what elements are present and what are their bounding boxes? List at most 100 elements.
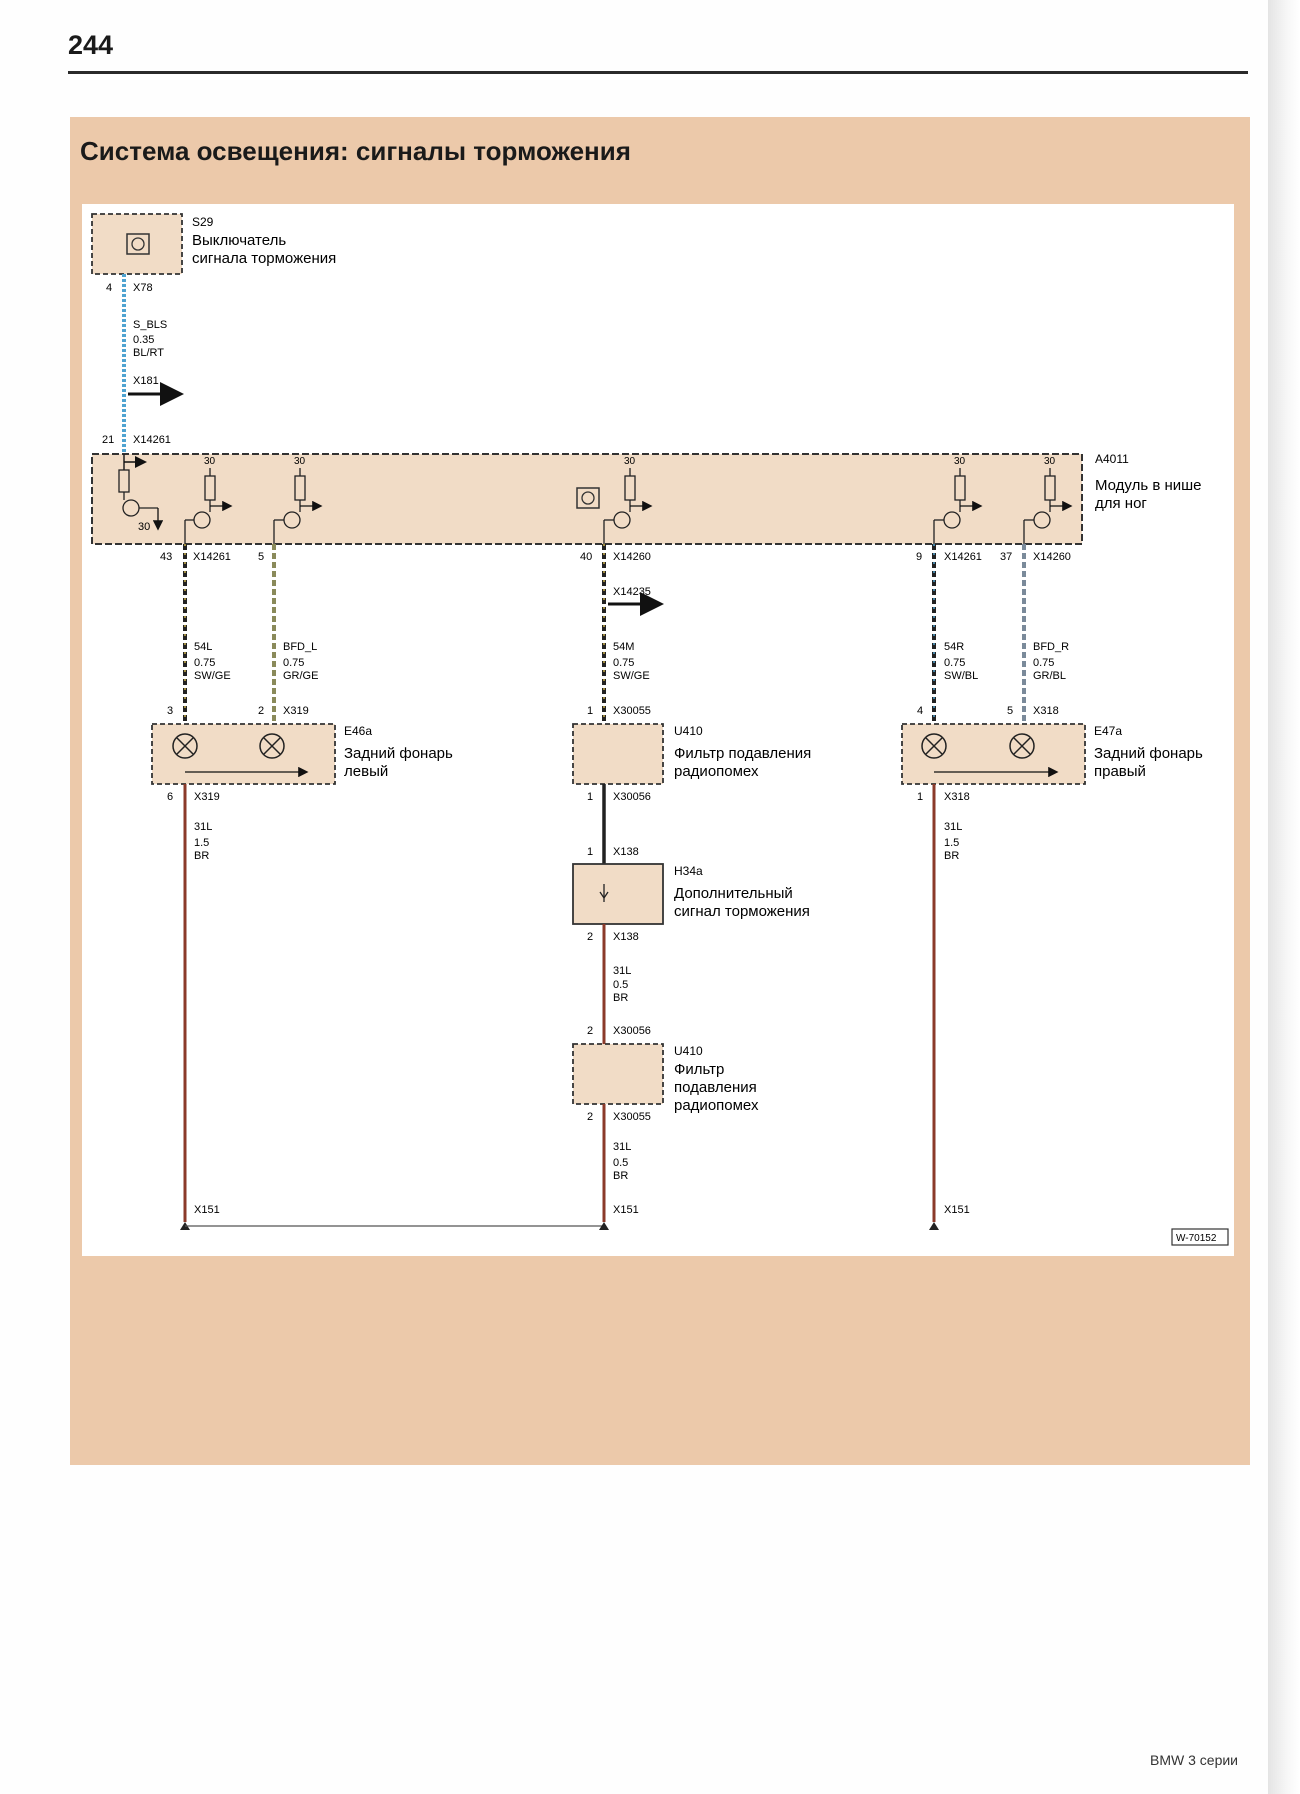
u410-bottom-code: U410 xyxy=(674,1044,703,1058)
e46a-bulb-1-cross xyxy=(176,737,194,755)
pin-1-u410-top: 1 xyxy=(587,705,593,717)
wire-31l-mid2-color: BR xyxy=(613,1170,628,1182)
u410-bottom-name-line1: Фильтр xyxy=(674,1061,724,1078)
driver-3-fuse-label: 30 xyxy=(624,456,636,467)
wire-31l-mid-name: 31L xyxy=(613,965,631,977)
header-rule xyxy=(68,71,1248,74)
switch-icon xyxy=(126,233,150,255)
connector-x14260-a: X14260 xyxy=(613,551,651,563)
pin-2-u410-bot-out: 2 xyxy=(587,1111,593,1123)
wire-54r-color: SW/BL xyxy=(944,670,978,682)
pin-3: 3 xyxy=(167,705,173,717)
e47a-bulb-1-icon xyxy=(921,733,947,759)
connector-x138-top: X138 xyxy=(613,846,639,858)
driver-5-fuse-label: 30 xyxy=(1044,456,1056,467)
pin-1-u410-top-out: 1 xyxy=(587,791,593,803)
e47a-bulb-2-cross xyxy=(1013,737,1031,755)
e46a-name-line2: левый xyxy=(344,763,388,780)
footer-brand: BMW 3 серии xyxy=(1150,1752,1238,1768)
s29-code: S29 xyxy=(192,215,214,229)
diagram-id: W-70152 xyxy=(1176,1233,1217,1244)
u410-top-name-line2: радиопомех xyxy=(674,763,759,780)
wire-54m-size: 0.75 xyxy=(613,657,634,669)
pin-4-x78: 4 xyxy=(106,282,112,294)
connector-x151-c: X151 xyxy=(944,1204,970,1216)
connector-x318-bot: X318 xyxy=(944,791,970,803)
pin-6: 6 xyxy=(167,791,173,803)
wire-31l-right-size: 1.5 xyxy=(944,837,959,849)
u410-bottom-box xyxy=(572,1043,664,1105)
pin-4-e47a: 4 xyxy=(917,705,923,717)
pin-2: 2 xyxy=(258,705,264,717)
connector-x14260-b: X14260 xyxy=(1033,551,1071,563)
connector-x30056-top: X30056 xyxy=(613,791,651,803)
wire-31l-left-size: 1.5 xyxy=(194,837,209,849)
pin-2-h34a: 2 xyxy=(587,931,593,943)
wire-31l-right-name: 31L xyxy=(944,821,962,833)
wire-54m-color: SW/GE xyxy=(613,670,650,682)
wire-31l-right-color: BR xyxy=(944,850,959,862)
wire-bfd-l-size: 0.75 xyxy=(283,657,304,669)
h34a-box xyxy=(572,863,664,925)
pin-43: 43 xyxy=(160,551,172,563)
wire-54l-name: 54L xyxy=(194,641,212,653)
connector-x151-b: X151 xyxy=(613,1204,639,1216)
pin-1-e47a: 1 xyxy=(917,791,923,803)
wire-31l-mid2-size: 0.5 xyxy=(613,1157,628,1169)
u410-bottom-name-line2: подавления xyxy=(674,1079,757,1096)
page-edge-shadow xyxy=(1268,0,1300,1794)
wire-31l-mid-size: 0.5 xyxy=(613,979,628,991)
a4011-name-line2: для ног xyxy=(1095,495,1147,512)
connector-x181: X181 xyxy=(133,375,159,387)
e46a-name-line1: Задний фонарь xyxy=(344,745,453,762)
connector-x14261-in: X14261 xyxy=(133,434,171,446)
u410-bottom-name-line3: радиопомех xyxy=(674,1097,759,1114)
e47a-box xyxy=(901,723,1086,785)
u410-top-name-line1: Фильтр подавления xyxy=(674,745,811,762)
terminal-30: 30 xyxy=(138,521,150,533)
driver-2-fuse-label: 30 xyxy=(294,456,306,467)
wire-31l-left-color: BR xyxy=(194,850,209,862)
pin-1-h34a: 1 xyxy=(587,846,593,858)
wire-bfd-r-name: BFD_R xyxy=(1033,641,1069,653)
wire-s-bls-color: BL/RT xyxy=(133,347,164,359)
wire-31l-mid2-name: 31L xyxy=(613,1141,631,1153)
connector-x319-bot: X319 xyxy=(194,791,220,803)
wire-bfd-r-color: GR/BL xyxy=(1033,670,1066,682)
e46a-box xyxy=(151,723,336,785)
connector-x30055-bot: X30055 xyxy=(613,1111,651,1123)
connector-x14235: X14235 xyxy=(613,586,651,598)
s29-box xyxy=(91,213,183,275)
wire-31l-left-name: 31L xyxy=(194,821,212,833)
pin-5-e47a: 5 xyxy=(1007,705,1013,717)
driver-1-fuse-label: 30 xyxy=(204,456,216,467)
wire-s-bls-name: S_BLS xyxy=(133,319,167,331)
wire-54m-name: 54M xyxy=(613,641,634,653)
wire-bfd-l-color: GR/GE xyxy=(283,670,318,682)
u410-top-code: U410 xyxy=(674,724,703,738)
e46a-bulb-2-icon xyxy=(259,733,285,759)
h34a-name-line2: сигнал торможения xyxy=(674,903,810,920)
s29-name-line1: Выключатель xyxy=(192,232,286,249)
pin-37: 37 xyxy=(1000,551,1012,563)
page-number: 244 xyxy=(68,30,114,60)
pin-5: 5 xyxy=(258,551,264,563)
h34a-name-line1: Дополнительный xyxy=(674,885,793,902)
a4011-module-box xyxy=(91,453,1083,545)
a4011-name-line1: Модуль в нише xyxy=(1095,477,1202,494)
ground-x151-b-icon xyxy=(599,1222,609,1230)
connector-x14261-b: X14261 xyxy=(944,551,982,563)
u410-top-box xyxy=(572,723,664,785)
e46a-bulb-1-icon xyxy=(172,733,198,759)
a4011-code: A4011 xyxy=(1095,452,1129,466)
h34a-led-icon xyxy=(599,891,609,900)
driver-4-fuse-label: 30 xyxy=(954,456,966,467)
wire-s-bls-size: 0.35 xyxy=(133,334,154,346)
diagram-title: Система освещения: сигналы торможения xyxy=(80,136,631,166)
connector-x138-bot: X138 xyxy=(613,931,639,943)
e47a-name-line2: правый xyxy=(1094,763,1146,780)
pin-9: 9 xyxy=(916,551,922,563)
wire-bfd-r-size: 0.75 xyxy=(1033,657,1054,669)
wire-54l-color: SW/GE xyxy=(194,670,231,682)
